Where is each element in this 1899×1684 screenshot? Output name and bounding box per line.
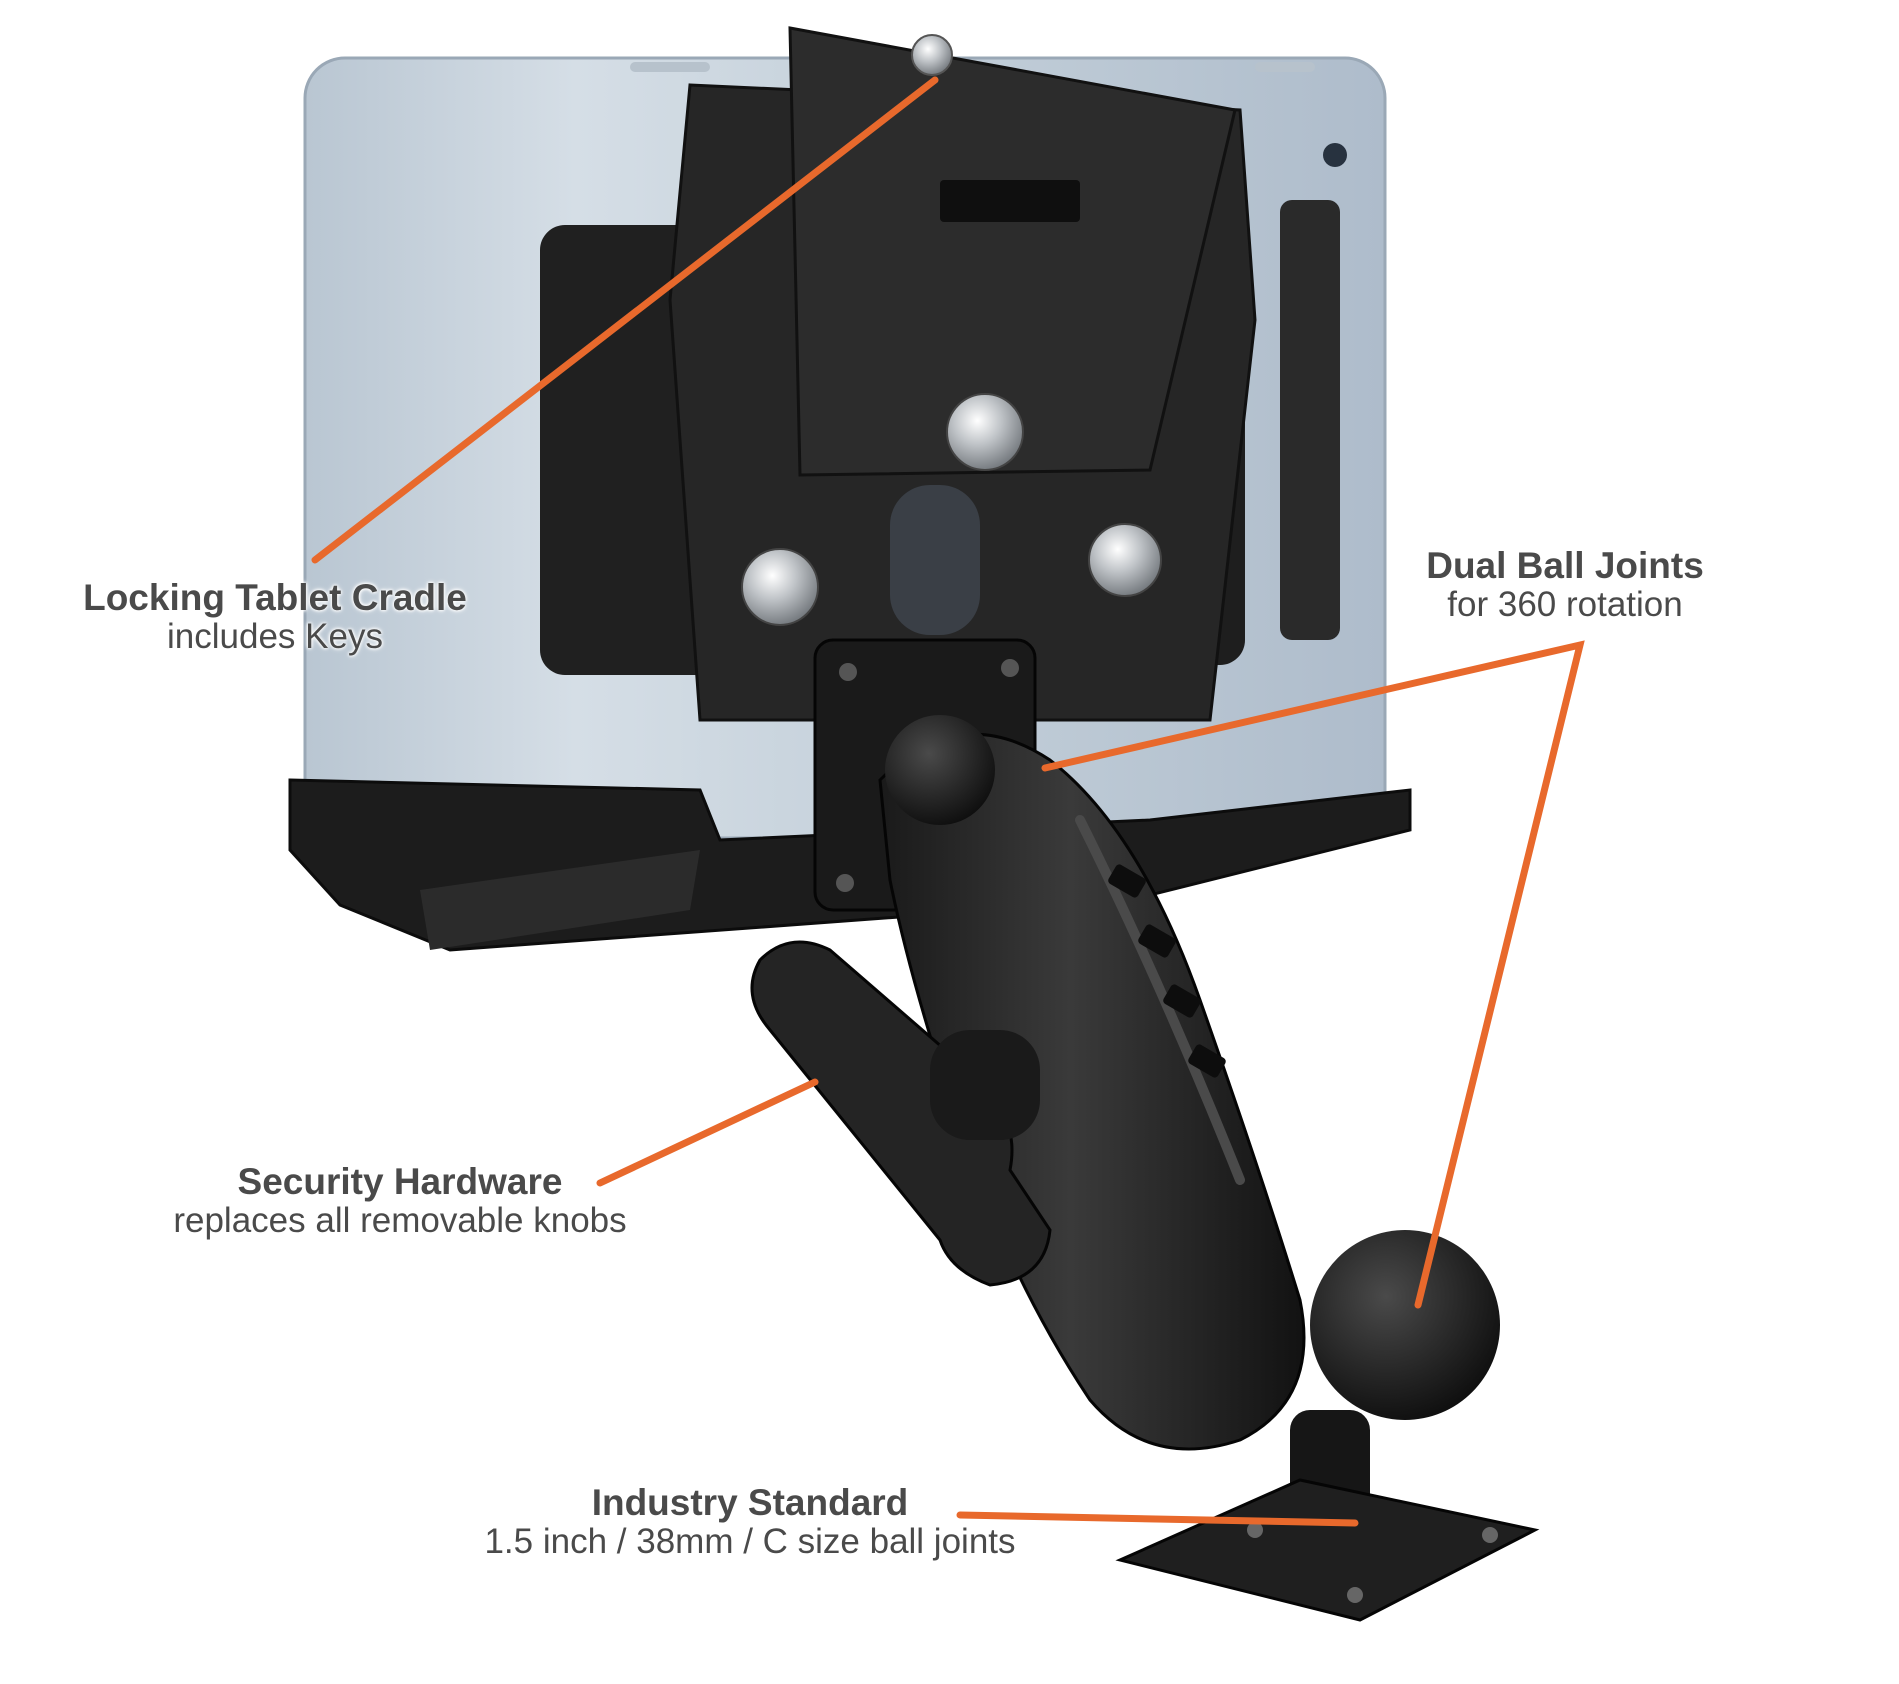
security-t-handle: [750, 940, 1052, 1287]
cradle-lock-housing: [788, 26, 1237, 477]
callout-industry-standard: Industry Standard 1.5 inch / 38mm / C si…: [425, 1483, 1075, 1561]
key-lock: [911, 34, 953, 76]
callout-leaders: [311, 76, 1585, 1527]
ball-joint-lower: [1310, 1230, 1500, 1420]
base-plate: [1115, 1478, 1540, 1622]
callout-security-subtitle: replaces all removable knobs: [173, 1201, 627, 1240]
callout-joints-title: Dual Ball Joints: [1426, 545, 1704, 586]
callout-security-hardware: Security Hardware replaces all removable…: [130, 1162, 670, 1240]
callout-locking-cradle: Locking Tablet Cradle includes Keys: [40, 578, 510, 656]
callout-cradle-subtitle: includes Keys: [167, 617, 383, 656]
tablet-camera: [1323, 143, 1347, 167]
callout-dual-ball-joints: Dual Ball Joints for 360 rotation: [1395, 546, 1735, 624]
callout-standard-title: Industry Standard: [591, 1482, 909, 1523]
leader-cradle: [311, 76, 939, 564]
cradle-slot: [940, 180, 1080, 222]
leader-standard: [956, 1511, 1359, 1527]
mount-arm: [750, 715, 1540, 1622]
bolt-left: [741, 548, 819, 626]
bolt-right: [1088, 523, 1162, 597]
callout-cradle-title: Locking Tablet Cradle: [83, 577, 467, 618]
bolt-center: [946, 393, 1024, 471]
callout-joints-subtitle: for 360 rotation: [1447, 585, 1683, 624]
leader-joints: [1041, 640, 1585, 1309]
leader-security: [596, 1078, 819, 1187]
tablet-side-bar: [1280, 200, 1340, 640]
ball-joint-upper: [885, 715, 995, 825]
callout-standard-subtitle: 1.5 inch / 38mm / C size ball joints: [484, 1522, 1016, 1561]
callout-security-title: Security Hardware: [237, 1161, 563, 1202]
